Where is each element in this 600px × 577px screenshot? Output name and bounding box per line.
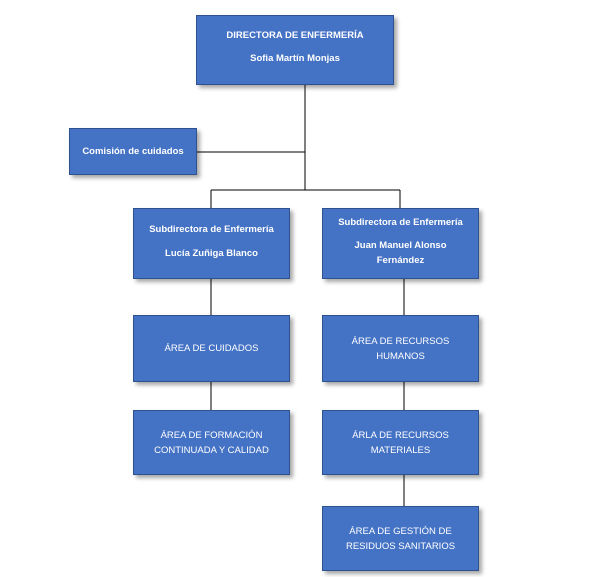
subdirectora-2-title: Subdirectora de Enfermería	[338, 217, 463, 228]
subdirectora-2-name: Juan Manuel Alonso Fernández	[354, 240, 447, 266]
directora-title: DIRECTORA DE ENFERMERÍA	[226, 30, 364, 41]
subdirectora-1-name: Lucía Zuñiga Blanco	[165, 248, 258, 259]
node-subdirectora-2: Subdirectora de Enfermería Juan Manuel A…	[322, 208, 479, 279]
node-area-residuos: ÁREA DE GESTIÓN DE RESIDUOS SANITARIOS	[322, 506, 479, 571]
area-formacion-label: ÁREA DE FORMACIÓN CONTINUADA Y CALIDAD	[154, 429, 269, 456]
subdirectora-1-title: Subdirectora de Enfermería	[149, 224, 274, 235]
node-directora: DIRECTORA DE ENFERMERÍA Sofia Martín Mon…	[196, 15, 394, 85]
node-area-cuidados: ÁREA DE CUIDADOS	[133, 315, 290, 382]
area-residuos-label: ÁREA DE GESTIÓN DE RESIDUOS SANITARIOS	[345, 525, 456, 552]
area-materiales-label: ÁRLA DE RECURSOS MATERIALES	[352, 429, 449, 456]
node-area-recursos-humanos: ÁREA DE RECURSOS HUMANOS	[322, 315, 479, 382]
node-area-formacion: ÁREA DE FORMACIÓN CONTINUADA Y CALIDAD	[133, 410, 290, 475]
area-cuidados-label: ÁREA DE CUIDADOS	[164, 343, 259, 354]
directora-name: Sofia Martín Monjas	[250, 53, 340, 64]
area-rrhh-label: ÁREA DE RECURSOS HUMANOS	[351, 335, 450, 362]
comision-label: Comisión de cuidados	[82, 146, 184, 157]
node-comision-cuidados: Comisión de cuidados	[69, 128, 197, 175]
node-area-recursos-materiales: ÁRLA DE RECURSOS MATERIALES	[322, 410, 479, 475]
node-subdirectora-1: Subdirectora de Enfermería Lucía Zuñiga …	[133, 208, 290, 279]
